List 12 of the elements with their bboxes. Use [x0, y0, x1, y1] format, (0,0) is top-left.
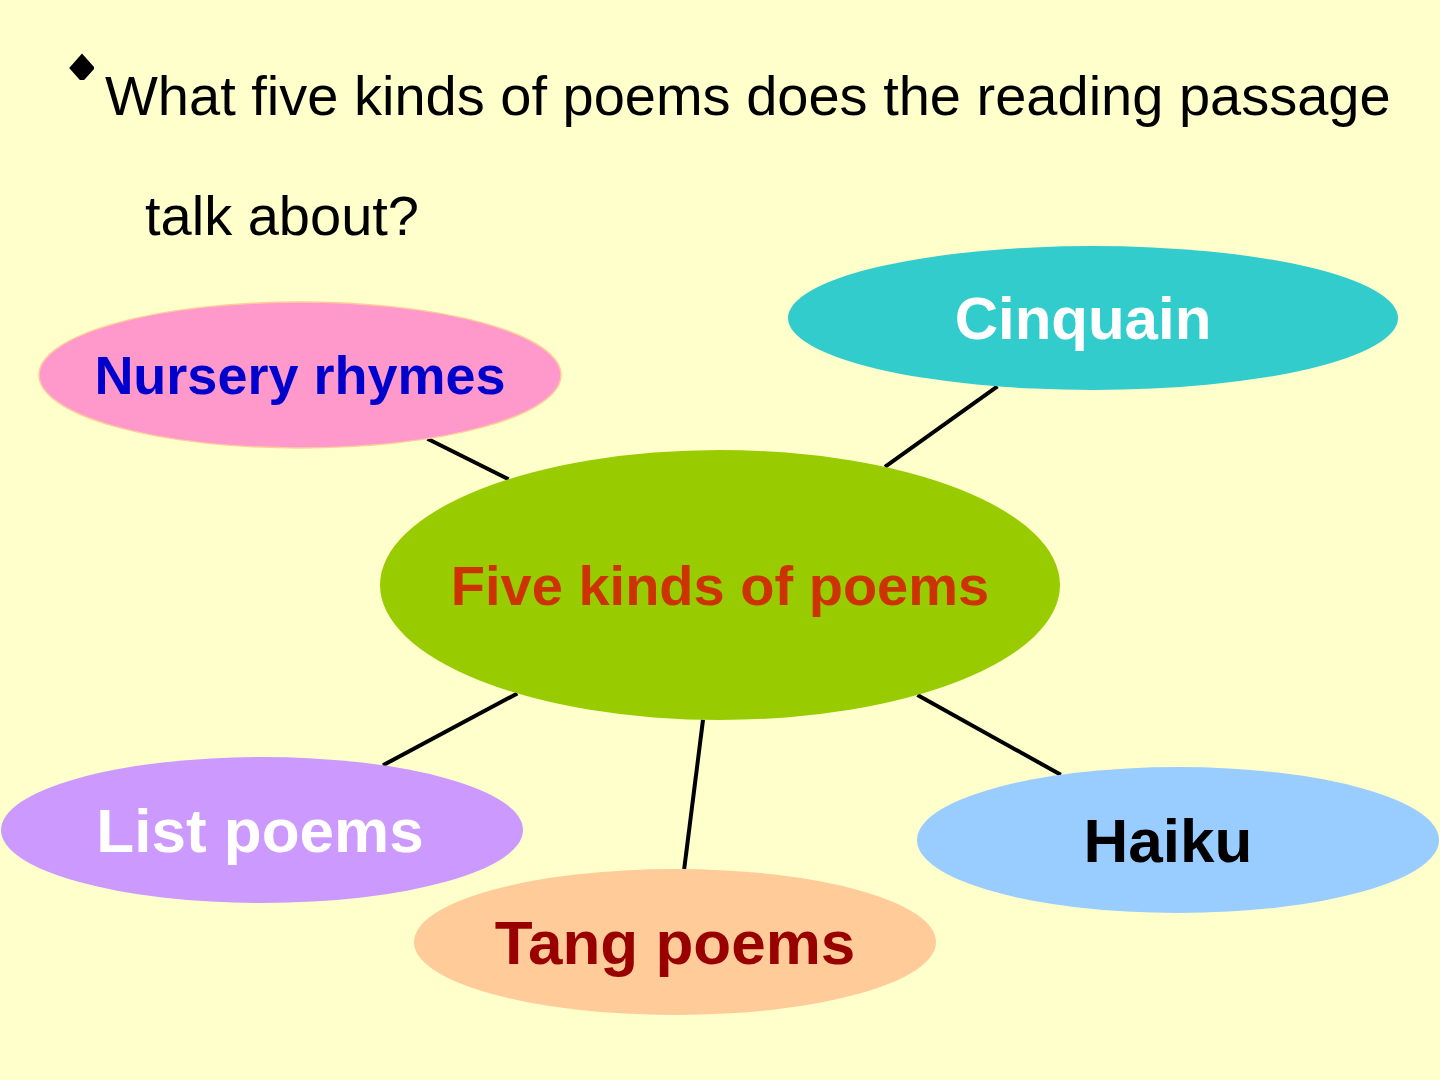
connector-line	[382, 691, 519, 768]
topic-label: Cinquain	[954, 283, 1212, 353]
topic-label: Tang poems	[494, 906, 856, 978]
connector-line	[883, 384, 999, 469]
topic-label: Five kinds of poems	[450, 552, 990, 618]
connector-line	[916, 693, 1062, 777]
question-heading: What five kinds of poems does the reading passage talk about?	[105, 63, 1392, 249]
connector-line	[682, 719, 705, 870]
topic-label: List poems	[96, 794, 424, 866]
topic-label: Nursery rhymes	[94, 344, 506, 406]
connector-line	[426, 436, 510, 482]
topic-label: Haiku	[1083, 804, 1253, 876]
